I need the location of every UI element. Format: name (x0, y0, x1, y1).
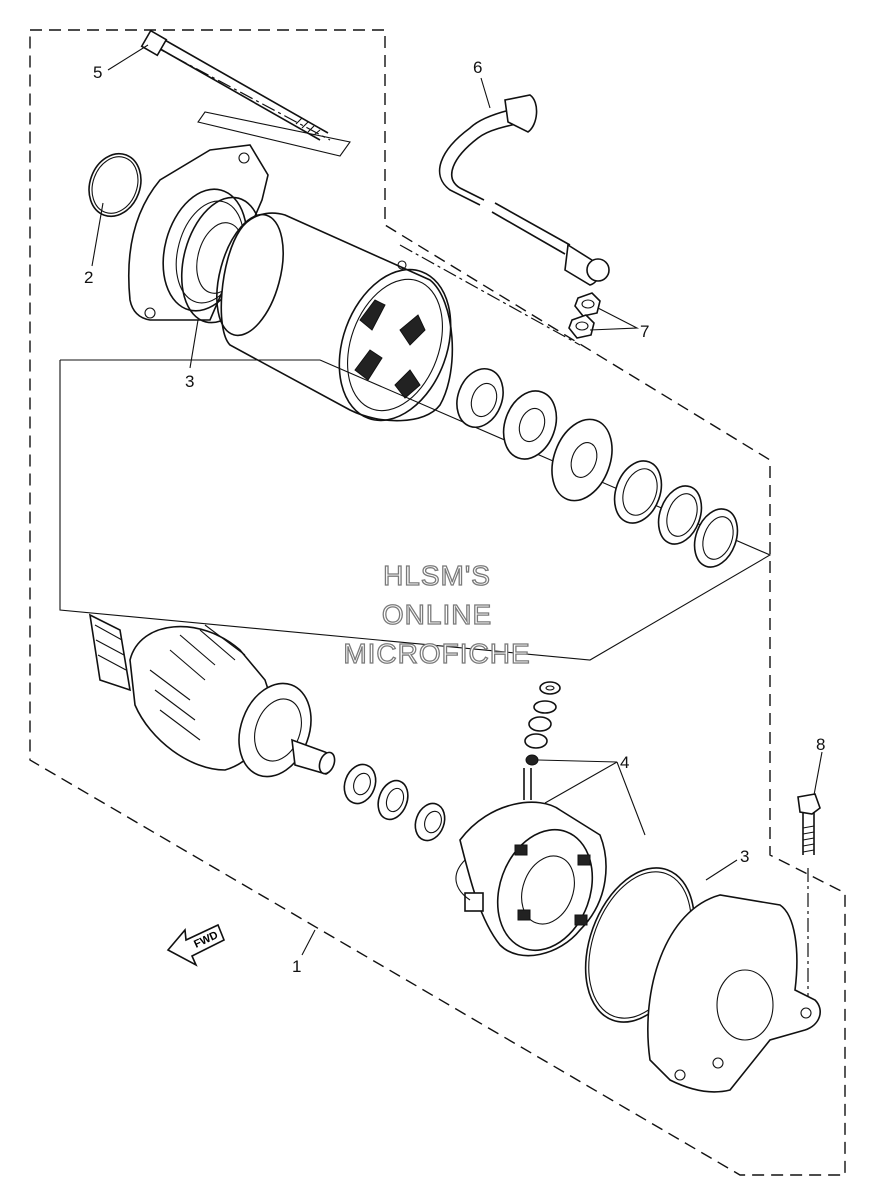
washer-7 (377, 779, 409, 821)
washer-5 (693, 508, 739, 568)
callout-4: 4 (620, 753, 629, 772)
callout-6: 6 (473, 58, 482, 77)
watermark-line-1: HLSM'S (383, 560, 491, 591)
bushing (414, 802, 446, 842)
o-ring (88, 152, 142, 218)
through-bolt (140, 29, 351, 157)
guide-line-cable (399, 244, 581, 346)
rear-cover (647, 894, 821, 1093)
leader-5 (107, 44, 149, 71)
terminal-washers (523, 681, 561, 800)
leader-7 (589, 307, 640, 331)
leader-3a (189, 319, 199, 369)
washer-1 (502, 390, 558, 460)
yoke-housing (216, 212, 454, 422)
bearing (456, 368, 504, 428)
washer-2 (551, 418, 613, 502)
leader-3b (705, 859, 738, 881)
callout-3-bottom: 3 (740, 847, 749, 866)
nuts (568, 292, 601, 339)
watermark-line-2: ONLINE (382, 599, 492, 630)
callout-1: 1 (292, 957, 301, 976)
callout-5: 5 (93, 63, 102, 82)
armature (88, 613, 336, 778)
brush-holder (455, 801, 607, 957)
leader-1 (301, 929, 316, 956)
starter-cable (438, 94, 610, 286)
washer-4 (657, 485, 703, 545)
callout-3-top: 3 (185, 372, 194, 391)
leader-8 (813, 751, 823, 796)
leader-4 (537, 759, 646, 836)
front-cover (127, 144, 269, 321)
callout-2: 2 (84, 268, 93, 287)
leader-2 (91, 202, 104, 267)
bolt (797, 793, 821, 855)
fwd-arrow-icon: FWD (166, 923, 226, 967)
watermark-line-3: MICROFICHE (343, 638, 530, 669)
leader-6 (480, 77, 491, 109)
callout-8: 8 (816, 735, 825, 754)
washer-6 (343, 763, 377, 805)
callout-7: 7 (640, 322, 649, 341)
